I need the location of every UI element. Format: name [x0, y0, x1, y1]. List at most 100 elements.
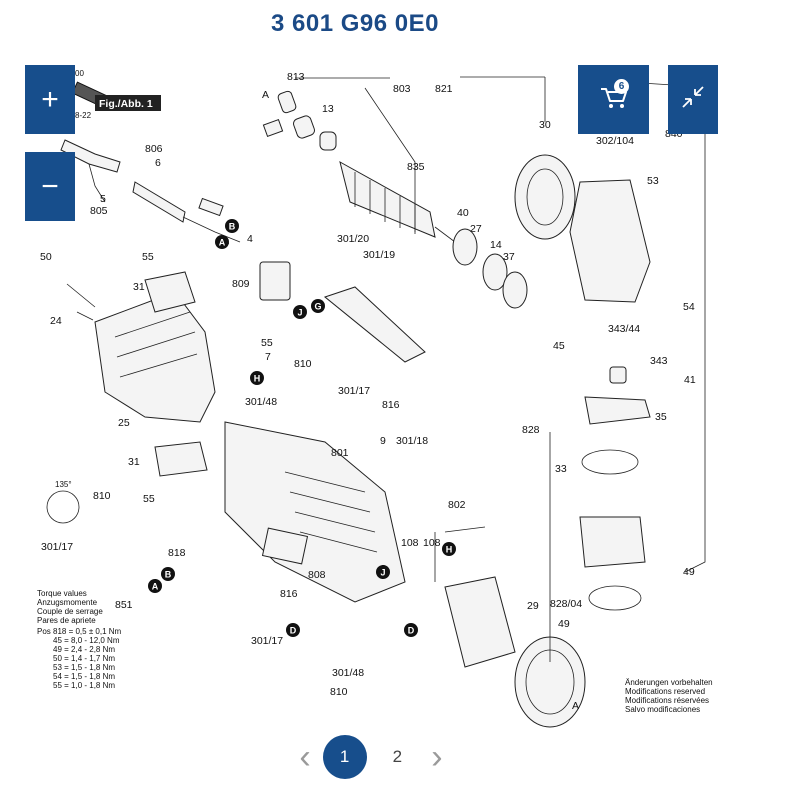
svg-text:D: D: [408, 626, 415, 636]
part-label: 55: [143, 493, 155, 505]
callout-letter: D: [404, 623, 418, 637]
part-label: 301/17: [251, 635, 283, 647]
svg-text:53 = 1,5 - 1,8 Nm: 53 = 1,5 - 1,8 Nm: [53, 663, 115, 672]
page-1-button[interactable]: 1: [322, 735, 367, 779]
part-label: 810: [93, 490, 111, 502]
pagination: ‹ 1 2 ›: [296, 728, 446, 786]
svg-text:Modifications reserved: Modifications reserved: [625, 687, 705, 696]
fig-label: Fig./Abb. 1 00 8-22: [75, 69, 161, 120]
callout-letter: G: [311, 299, 325, 313]
leader-lines: [295, 76, 706, 662]
svg-text:Änderungen vorbehalten: Änderungen vorbehalten: [625, 678, 713, 687]
callout-letter: B: [225, 219, 239, 233]
zoom-out-button[interactable]: −: [25, 152, 75, 221]
part-label: 7: [265, 351, 271, 363]
svg-text:H: H: [254, 374, 261, 384]
part-label: 835: [407, 161, 425, 173]
part-label: 37: [503, 251, 515, 263]
svg-text:Salvo modificaciones: Salvo modificaciones: [625, 705, 700, 714]
part-label: 821: [435, 83, 453, 95]
part-label: 301/18: [396, 435, 428, 447]
part-label: 818: [168, 547, 186, 559]
callout-letter: J: [293, 305, 307, 319]
svg-text:50 = 1,4 - 1,7 Nm: 50 = 1,4 - 1,7 Nm: [53, 654, 115, 663]
part-label: 816: [280, 588, 298, 600]
zoom-in-button[interactable]: +: [25, 65, 75, 134]
part-label: 828: [522, 424, 540, 436]
svg-text:A: A: [152, 582, 159, 592]
minus-icon: −: [41, 169, 59, 203]
part-label: 343: [650, 355, 668, 367]
part-label: 49: [683, 566, 695, 578]
part-label: 809: [232, 278, 250, 290]
part-label: 30: [539, 119, 551, 131]
svg-text:00: 00: [75, 69, 84, 78]
callout-letter: H: [250, 371, 264, 385]
part-label: 808: [308, 569, 326, 581]
callout-letter: D: [286, 623, 300, 637]
part-label: 13: [322, 103, 334, 115]
part-label: 33: [555, 463, 567, 475]
part-label: 301/20: [337, 233, 369, 245]
motor-housing-drawing: [66, 271, 216, 477]
angle-disc: [46, 490, 80, 524]
part-label: 810: [294, 358, 312, 370]
part-label: 14: [490, 239, 502, 251]
part-label: 301/17: [338, 385, 370, 397]
part-label: 810: [330, 686, 348, 698]
part-label: 805: [90, 205, 108, 217]
part-label: 29: [527, 600, 539, 612]
cart-button[interactable]: 6: [578, 65, 649, 134]
angle-label: 135°: [55, 480, 72, 489]
part-label: 301/48: [245, 396, 277, 408]
prev-page-button[interactable]: ‹: [299, 738, 311, 776]
part-label: 41: [684, 374, 696, 386]
part-label: 4: [247, 233, 253, 245]
part-label: 301/48: [332, 667, 364, 679]
svg-text:8-22: 8-22: [75, 111, 92, 120]
stator-drawing: [444, 576, 586, 728]
part-label: 53: [647, 175, 659, 187]
callout-letter: H: [442, 542, 456, 556]
svg-text:J: J: [380, 568, 385, 578]
part-label: 9: [380, 435, 386, 447]
svg-text:Torque values: Torque values: [37, 589, 87, 598]
cart-count-badge: 6: [614, 79, 629, 94]
part-label: 828/04: [550, 598, 582, 610]
part-label: 55: [261, 337, 273, 349]
callout-letter: B: [161, 567, 175, 581]
armature-drawing: [262, 90, 456, 243]
part-label: A: [572, 700, 579, 712]
svg-text:J: J: [297, 308, 302, 318]
svg-text:D: D: [290, 626, 297, 636]
part-label: 6: [155, 157, 161, 169]
part-label: 816: [382, 399, 400, 411]
svg-text:Pos 818 = 0,5 ± 0,1 Nm: Pos 818 = 0,5 ± 0,1 Nm: [37, 627, 122, 636]
next-page-button[interactable]: ›: [431, 738, 443, 776]
svg-text:A: A: [219, 238, 226, 248]
part-label: 27: [470, 223, 482, 235]
part-label: 50: [40, 251, 52, 263]
svg-text:55 = 1,0 - 1,8 Nm: 55 = 1,0 - 1,8 Nm: [53, 681, 115, 690]
collapse-arrows-icon: [679, 83, 707, 116]
part-label: 301/17: [41, 541, 73, 553]
exploded-diagram[interactable]: 813 803 A 13 835 806 6 5 805 B A 4 301/2…: [25, 62, 717, 730]
part-label: 49: [558, 618, 570, 630]
page-2-button[interactable]: 2: [392, 747, 403, 766]
part-label: 806: [145, 143, 163, 155]
svg-text:Couple de serrage: Couple de serrage: [37, 607, 103, 616]
part-label: A: [262, 89, 269, 101]
part-label: 801: [331, 447, 349, 459]
part-label: 31: [128, 456, 140, 468]
part-label: 54: [683, 301, 695, 313]
part-label: 343/44: [608, 323, 640, 335]
gear-housing-drawing: [224, 261, 426, 603]
part-label: 301/19: [363, 249, 395, 261]
collapse-button[interactable]: [668, 65, 718, 134]
svg-text:B: B: [165, 570, 172, 580]
part-label: 40: [457, 207, 469, 219]
svg-text:Anzugsmomente: Anzugsmomente: [37, 598, 98, 607]
svg-text:49 = 2,4 - 2,8 Nm: 49 = 2,4 - 2,8 Nm: [53, 645, 115, 654]
svg-text:H: H: [446, 545, 453, 555]
